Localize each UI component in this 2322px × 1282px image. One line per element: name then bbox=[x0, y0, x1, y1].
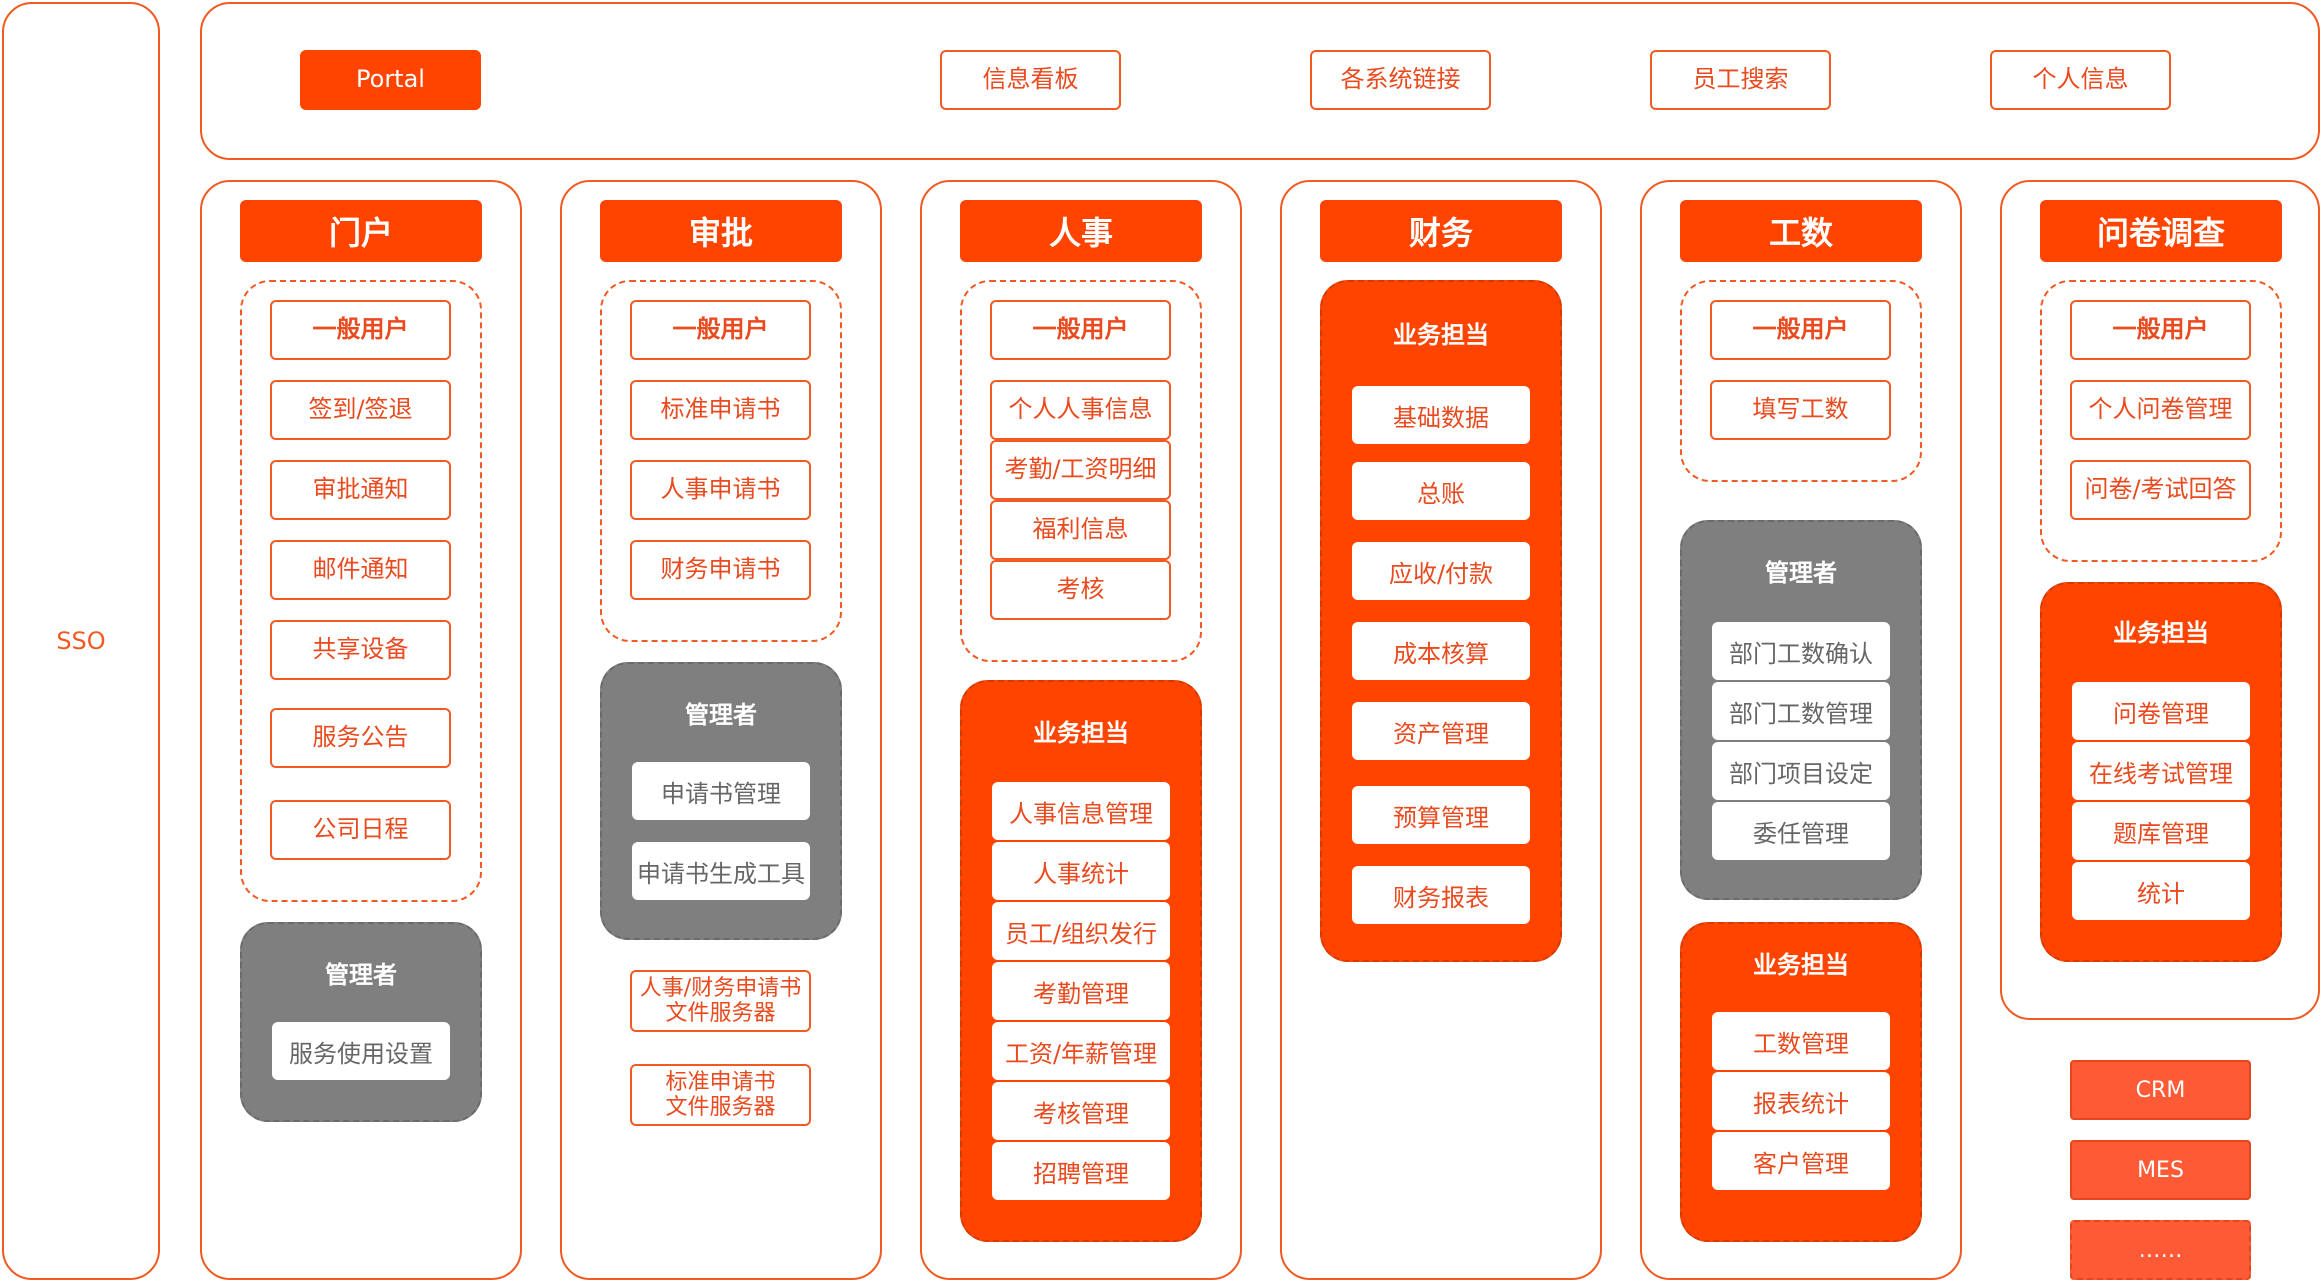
approval-form-builder[interactable]: 申请书生成工具 bbox=[632, 842, 810, 900]
finance-receivables[interactable]: 应收/付款 bbox=[1352, 542, 1530, 600]
hr-salary-management[interactable]: 工资/年薪管理 bbox=[992, 1022, 1170, 1080]
finance-base-data[interactable]: 基础数据 bbox=[1352, 386, 1530, 444]
survey-user-box bbox=[2040, 280, 2282, 562]
portal-user-title: 一般用户 bbox=[270, 300, 451, 360]
workhours-delegation[interactable]: 委任管理 bbox=[1712, 802, 1890, 860]
employee-search-button[interactable]: 员工搜索 bbox=[1650, 50, 1831, 110]
hr-org-issue[interactable]: 员工/组织发行 bbox=[992, 902, 1170, 960]
finance-reports[interactable]: 财务报表 bbox=[1352, 866, 1530, 924]
portal-checkin[interactable]: 签到/签退 bbox=[270, 380, 451, 440]
portal-user-box bbox=[240, 280, 482, 902]
workhours-customer-management[interactable]: 客户管理 bbox=[1712, 1132, 1890, 1190]
portal-mail-notice[interactable]: 邮件通知 bbox=[270, 540, 451, 600]
portal-approval-notice[interactable]: 审批通知 bbox=[270, 460, 451, 520]
survey-staff-title: 业务担当 bbox=[2113, 618, 2209, 647]
workhours-dept-management[interactable]: 部门工数管理 bbox=[1712, 682, 1890, 740]
approval-hr-form[interactable]: 人事申请书 bbox=[630, 460, 811, 520]
personal-info-button[interactable]: 个人信息 bbox=[1990, 50, 2171, 110]
finance-asset-management[interactable]: 资产管理 bbox=[1352, 702, 1530, 760]
survey-question-bank[interactable]: 题库管理 bbox=[2072, 802, 2250, 860]
workhours-project-settings[interactable]: 部门项目设定 bbox=[1712, 742, 1890, 800]
more-systems-button[interactable]: …… bbox=[2070, 1220, 2251, 1280]
survey-answer[interactable]: 问卷/考试回答 bbox=[2070, 460, 2251, 520]
finance-general-ledger[interactable]: 总账 bbox=[1352, 462, 1530, 520]
hr-evaluation-management[interactable]: 考核管理 bbox=[992, 1082, 1170, 1140]
mes-button[interactable]: MES bbox=[2070, 1140, 2251, 1200]
info-board-button[interactable]: 信息看板 bbox=[940, 50, 1121, 110]
portal-admin-title: 管理者 bbox=[325, 960, 397, 989]
survey-management[interactable]: 问卷管理 bbox=[2072, 682, 2250, 740]
portal-button[interactable]: Portal bbox=[300, 50, 481, 110]
approval-user-title: 一般用户 bbox=[630, 300, 811, 360]
workhours-staff-title: 业务担当 bbox=[1753, 950, 1849, 979]
sso-label: SSO bbox=[56, 627, 106, 655]
survey-online-exam[interactable]: 在线考试管理 bbox=[2072, 742, 2250, 800]
hr-personal-info[interactable]: 个人人事信息 bbox=[990, 380, 1171, 440]
workhours-user-title: 一般用户 bbox=[1710, 300, 1891, 360]
hr-info-management[interactable]: 人事信息管理 bbox=[992, 782, 1170, 840]
hr-user-title: 一般用户 bbox=[990, 300, 1171, 360]
hr-user-box bbox=[960, 280, 1202, 662]
column-survey-title: 问卷调查 bbox=[2040, 200, 2282, 262]
approval-hr-finance-file-server[interactable]: 人事/财务申请书 文件服务器 bbox=[630, 970, 811, 1032]
hr-recruitment-management[interactable]: 招聘管理 bbox=[992, 1142, 1170, 1200]
crm-button[interactable]: CRM bbox=[2070, 1060, 2251, 1120]
system-links-button[interactable]: 各系统链接 bbox=[1310, 50, 1491, 110]
approval-user-box bbox=[600, 280, 842, 642]
column-portal-title: 门户 bbox=[240, 200, 482, 262]
workhours-user-box bbox=[1680, 280, 1922, 482]
approval-form-management[interactable]: 申请书管理 bbox=[632, 762, 810, 820]
column-hr-title: 人事 bbox=[960, 200, 1202, 262]
workhours-report-stats[interactable]: 报表统计 bbox=[1712, 1072, 1890, 1130]
portal-calendar[interactable]: 公司日程 bbox=[270, 800, 451, 860]
finance-staff-box bbox=[1320, 280, 1562, 962]
hr-attendance-pay[interactable]: 考勤/工资明细 bbox=[990, 440, 1171, 500]
hr-staff-title: 业务担当 bbox=[1033, 718, 1129, 747]
hr-statistics[interactable]: 人事统计 bbox=[992, 842, 1170, 900]
portal-bar bbox=[200, 2, 2320, 160]
portal-announcements[interactable]: 服务公告 bbox=[270, 708, 451, 768]
workhours-dept-confirm[interactable]: 部门工数确认 bbox=[1712, 622, 1890, 680]
hr-welfare-info[interactable]: 福利信息 bbox=[990, 500, 1171, 560]
portal-shared-devices[interactable]: 共享设备 bbox=[270, 620, 451, 680]
survey-user-title: 一般用户 bbox=[2070, 300, 2251, 360]
survey-personal-management[interactable]: 个人问卷管理 bbox=[2070, 380, 2251, 440]
hr-evaluation[interactable]: 考核 bbox=[990, 560, 1171, 620]
approval-standard-file-server[interactable]: 标准申请书 文件服务器 bbox=[630, 1064, 811, 1126]
finance-cost-accounting[interactable]: 成本核算 bbox=[1352, 622, 1530, 680]
approval-admin-title: 管理者 bbox=[685, 700, 757, 729]
workhours-admin-title: 管理者 bbox=[1765, 558, 1837, 587]
workhours-management[interactable]: 工数管理 bbox=[1712, 1012, 1890, 1070]
column-approval-title: 审批 bbox=[600, 200, 842, 262]
hr-attendance-management[interactable]: 考勤管理 bbox=[992, 962, 1170, 1020]
column-finance-title: 财务 bbox=[1320, 200, 1562, 262]
finance-staff-title: 业务担当 bbox=[1393, 320, 1489, 349]
approval-finance-form[interactable]: 财务申请书 bbox=[630, 540, 811, 600]
survey-statistics[interactable]: 统计 bbox=[2072, 862, 2250, 920]
column-workhours-title: 工数 bbox=[1680, 200, 1922, 262]
workhours-fill[interactable]: 填写工数 bbox=[1710, 380, 1891, 440]
sso-frame: SSO bbox=[2, 2, 160, 1280]
portal-service-settings[interactable]: 服务使用设置 bbox=[272, 1022, 450, 1080]
approval-standard-form[interactable]: 标准申请书 bbox=[630, 380, 811, 440]
finance-budget-management[interactable]: 预算管理 bbox=[1352, 786, 1530, 844]
